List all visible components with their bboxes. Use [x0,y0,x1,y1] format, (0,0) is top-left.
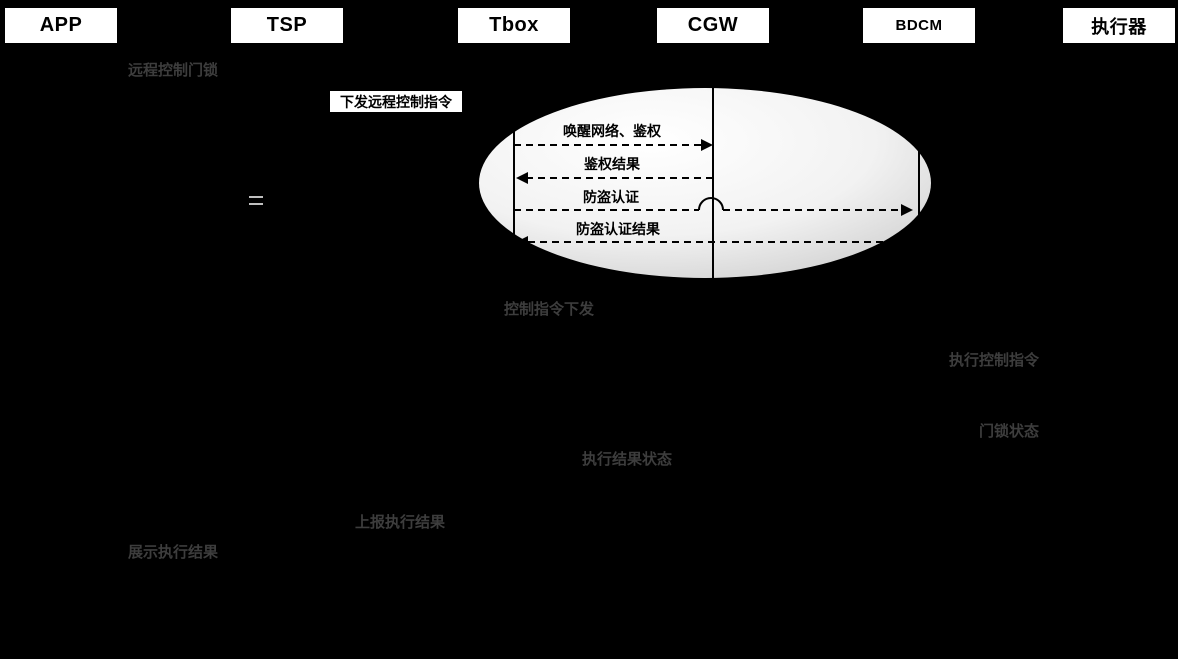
participant-label-bdcm: BDCM [895,17,943,34]
message-label-display-execution-result: 展示执行结果 [127,544,219,561]
message-label-command-dispatch: 控制指令下发 [503,301,595,318]
participant-box-actuator: 执行器 [1063,8,1175,43]
participant-box-bdcm: BDCM [863,8,975,43]
message-label-report-execution-result: 上报执行结果 [354,514,446,531]
auth-highlight-ellipse [479,88,931,278]
message-label-door-lock-status: 门锁状态 [978,423,1040,440]
line-hop-over-cgw [698,197,724,211]
message-label-wake-network-auth: 唤醒网络、鉴权 [563,123,661,139]
participant-label-app: APP [39,14,83,36]
participant-label-cgw: CGW [687,14,739,36]
message-box-send-remote-command: 下发远程控制指令 [330,91,462,112]
message-label-send-remote-command: 下发远程控制指令 [340,93,452,110]
participant-box-tbox: Tbox [458,8,570,43]
participant-label-tsp: TSP [266,14,308,36]
participant-label-tbox: Tbox [489,14,539,36]
participant-box-cgw: CGW [657,8,769,43]
arrowhead-antitheft-auth-result [516,236,528,248]
arrowhead-auth-result [516,172,528,184]
arrowhead-wake-network-auth [701,139,713,151]
message-label-antitheft-auth-result: 防盗认证结果 [576,221,660,237]
message-label-execute-command: 执行控制指令 [948,352,1040,369]
arrowhead-antitheft-auth [901,204,913,216]
participant-box-tsp: TSP [231,8,343,43]
message-label-execution-result-status: 执行结果状态 [581,451,673,468]
participant-box-app: APP [5,8,117,43]
message-label-antitheft-auth: 防盗认证 [583,189,639,205]
participant-label-actuator: 执行器 [1091,16,1147,37]
message-label-auth-result: 鉴权结果 [584,156,640,172]
message-label-remote-control-lock: 远程控制门锁 [127,62,219,79]
